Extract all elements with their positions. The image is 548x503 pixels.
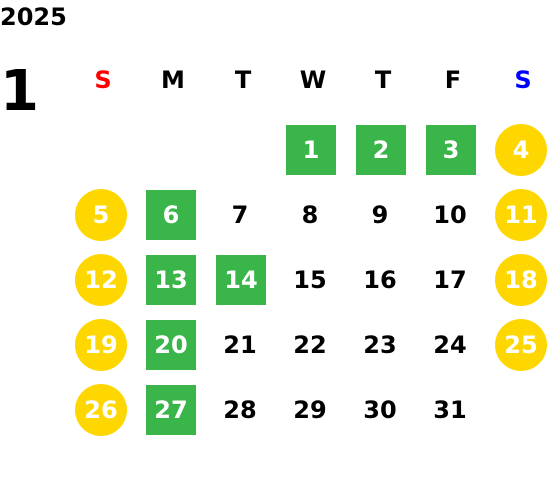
day-cell: 7	[231, 201, 249, 229]
day-cell: 15	[293, 266, 327, 294]
day-cell: 17	[433, 266, 467, 294]
day-cell: 26	[75, 384, 127, 436]
day-cell: 8	[301, 201, 319, 229]
day-cell: 16	[363, 266, 397, 294]
day-cell: 19	[75, 319, 127, 371]
day-cell: 24	[433, 331, 467, 359]
day-cell: 11	[495, 189, 547, 241]
day-cell: 2	[356, 125, 406, 175]
day-cell: 4	[495, 124, 547, 176]
day-cell: 18	[495, 254, 547, 306]
day-cell: 25	[495, 319, 547, 371]
month-number: 1	[0, 59, 39, 124]
day-cell: 10	[433, 201, 467, 229]
day-cell: 13	[146, 255, 196, 305]
day-cell: 12	[75, 254, 127, 306]
weekday-sat: S	[514, 66, 532, 94]
day-cell: 3	[426, 125, 476, 175]
weekday-sun: S	[94, 66, 112, 94]
day-cell: 9	[371, 201, 389, 229]
day-cell: 20	[146, 320, 196, 370]
day-cell: 14	[216, 255, 266, 305]
weekday-tue: T	[234, 66, 252, 94]
day-cell: 23	[363, 331, 397, 359]
weekday-thu: T	[374, 66, 392, 94]
day-cell: 1	[286, 125, 336, 175]
day-cell: 6	[146, 190, 196, 240]
weekday-wed: W	[299, 66, 327, 94]
day-cell: 5	[75, 189, 127, 241]
weekday-fri: F	[444, 66, 462, 94]
day-cell: 27	[146, 385, 196, 435]
day-cell: 21	[223, 331, 257, 359]
day-cell: 28	[223, 396, 257, 424]
weekday-mon: M	[161, 66, 185, 94]
day-cell: 30	[363, 396, 397, 424]
day-cell: 31	[433, 396, 467, 424]
year-label: 2025	[0, 3, 67, 31]
day-cell: 22	[293, 331, 327, 359]
day-cell: 29	[293, 396, 327, 424]
